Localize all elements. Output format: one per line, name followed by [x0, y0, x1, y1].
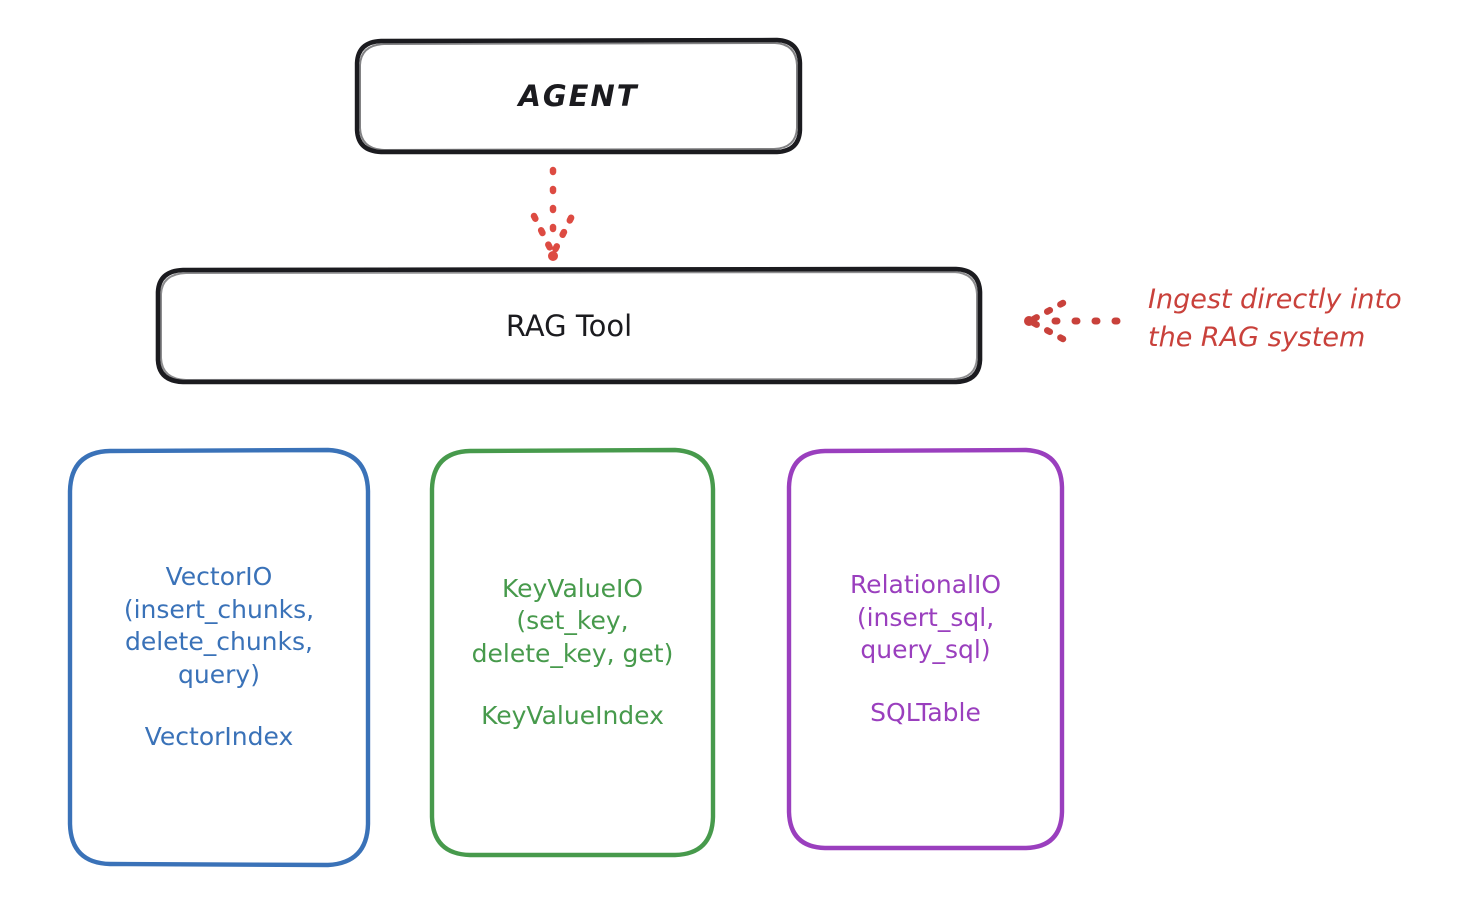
agent-node[interactable] — [354, 37, 803, 155]
ingest-arrow-connector — [1024, 299, 1137, 343]
ingest-arrow-tip — [1024, 316, 1034, 326]
agent-to-rag-connector — [530, 166, 576, 261]
agent-box-outline — [354, 37, 803, 155]
rag-tool-box-outline — [155, 266, 983, 385]
vector-io-node[interactable] — [67, 447, 371, 868]
relational-io-node[interactable] — [786, 447, 1065, 851]
agent-to-rag-arrowhead — [530, 212, 576, 258]
rag-tool-node[interactable] — [155, 266, 983, 385]
ingest-arrowhead-lower — [1026, 317, 1067, 343]
agent-box-sketch-overlay — [359, 42, 798, 151]
agent-to-rag-arrow-tip — [548, 251, 558, 261]
vector-io-box-outline — [67, 447, 371, 868]
relational-io-box-outline — [786, 447, 1065, 851]
key-value-io-box-outline — [429, 447, 716, 858]
ingest-arrowhead-upper — [1026, 299, 1067, 325]
key-value-io-node[interactable] — [429, 447, 716, 858]
ingest-annotation-text: Ingest directly into the RAG system — [1148, 284, 1402, 354]
rag-tool-box-sketch-overlay — [160, 271, 978, 381]
